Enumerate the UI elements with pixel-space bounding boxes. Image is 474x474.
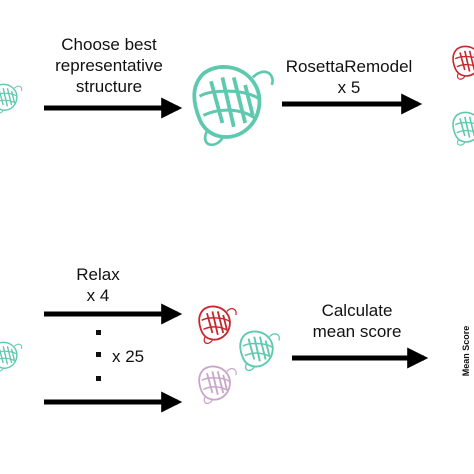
rosetta-remodel-label: RosettaRemodel x 5 — [282, 56, 416, 98]
protein-start-bottom-icon — [0, 341, 23, 372]
rosetta-remodel-line-1: RosettaRemodel — [285, 57, 413, 76]
ellipsis-dot-2 — [96, 352, 101, 357]
relax-line-1: Relax — [76, 265, 120, 284]
protein-remodel-red-icon — [452, 45, 474, 80]
calculate-label: Calculate mean score — [290, 300, 424, 342]
protein-start-top-icon — [0, 83, 23, 114]
rosetta-remodel-line-2: x 5 — [337, 78, 361, 97]
protein-representative-icon — [192, 65, 275, 147]
protein-relax-red-icon — [198, 305, 238, 345]
protein-relax-teal-icon — [239, 330, 281, 372]
choose-best-label: Choose best representative structure — [44, 34, 174, 97]
relax-line-2: x 4 — [86, 286, 110, 305]
relax-label: Relax x 4 — [58, 264, 138, 306]
repeat-label: x 25 — [112, 347, 145, 366]
mean-score-axis-label: Mean Score — [461, 325, 471, 377]
ellipsis-dot-3 — [96, 376, 101, 381]
protein-remodel-teal-icon — [452, 111, 474, 146]
calculate-line-1: Calculate — [321, 301, 393, 320]
calculate-line-2: mean score — [312, 322, 402, 341]
choose-best-line-3: structure — [75, 77, 143, 96]
ellipsis-dot-1 — [96, 330, 101, 335]
choose-best-line-1: Choose best — [61, 35, 157, 54]
protein-relax-pink-icon — [198, 365, 238, 405]
choose-best-line-2: representative — [55, 56, 163, 75]
